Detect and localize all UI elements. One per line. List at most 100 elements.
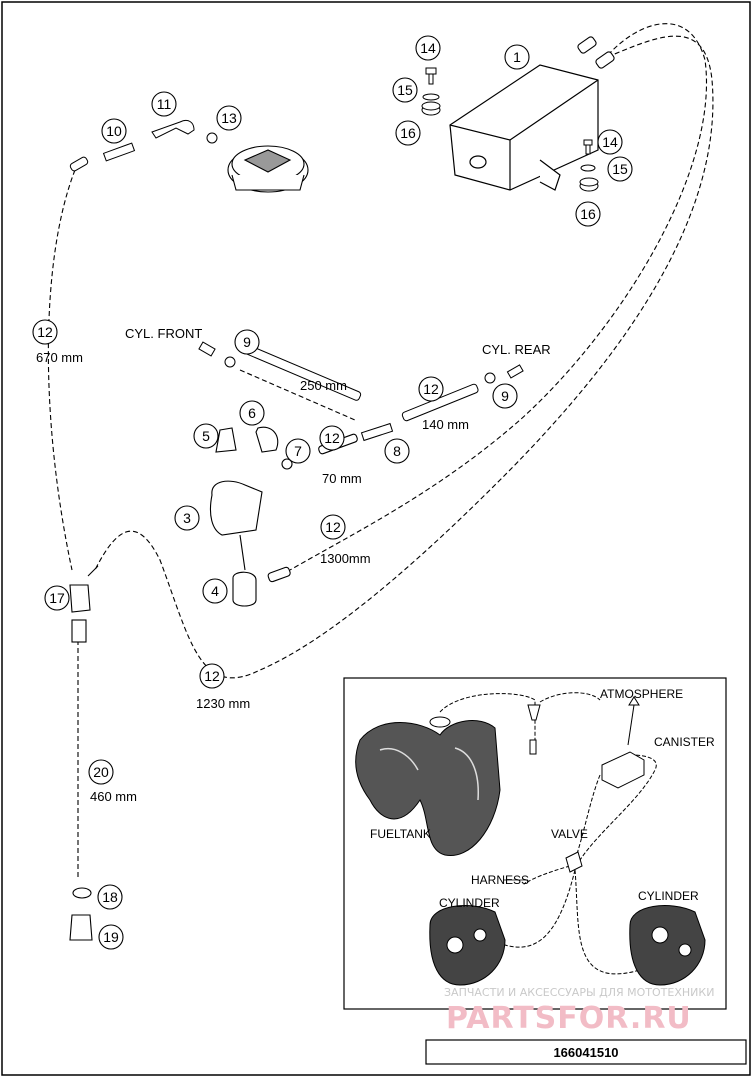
- callout-circle: [395, 120, 421, 146]
- callout-1: 1: [504, 44, 530, 70]
- dim-1230: 1230 mm: [196, 696, 250, 711]
- callout-19: 19: [98, 924, 124, 950]
- inset-label-fueltank: FUELTANK: [370, 827, 431, 841]
- callout-circle: [575, 201, 601, 227]
- callout-number: 15: [397, 82, 413, 98]
- callout-12: 12: [32, 319, 58, 345]
- callout-circle: [151, 91, 177, 117]
- hose-routing: [47, 23, 714, 880]
- callout-number: 9: [501, 388, 509, 404]
- hose-250: [239, 369, 356, 421]
- callout-12: 12: [418, 376, 444, 402]
- canister-fasteners: [421, 67, 599, 192]
- callout-number: 17: [49, 590, 65, 606]
- dim-1300: 1300mm: [320, 551, 371, 566]
- callout-number: 3: [183, 510, 191, 526]
- diagram-id: 166041510: [553, 1045, 618, 1060]
- inset-label-canister: CANISTER: [654, 735, 715, 749]
- callout-circle: [98, 924, 124, 950]
- label-cyl-rear: CYL. REAR: [482, 342, 551, 357]
- inset-label-harness: HARNESS: [471, 873, 529, 887]
- callout-12: 12: [320, 514, 346, 540]
- callout-number: 11: [157, 96, 172, 112]
- callout-15: 15: [392, 77, 418, 103]
- callout-circle: [418, 376, 444, 402]
- callout-circle: [239, 400, 265, 426]
- callout-circle: [202, 578, 228, 604]
- callout-number: 12: [324, 430, 340, 446]
- callout-9: 9: [492, 383, 518, 409]
- callout-circle: [504, 44, 530, 70]
- callout-circle: [44, 585, 70, 611]
- callout-17: 17: [44, 585, 70, 611]
- callout-6: 6: [239, 400, 265, 426]
- label-cyl-front: CYL. FRONT: [125, 326, 202, 341]
- callout-number: 8: [393, 443, 401, 459]
- callout-circle: [174, 505, 200, 531]
- callout-5: 5: [193, 423, 219, 449]
- callout-13: 13: [216, 105, 242, 131]
- callout-number: 14: [420, 40, 436, 56]
- callout-number: 12: [37, 324, 53, 340]
- callout-15: 15: [607, 156, 633, 182]
- lower-left-parts: [69, 565, 99, 941]
- callout-number: 7: [294, 443, 302, 459]
- callout-circle: [392, 77, 418, 103]
- callout-circle: [597, 129, 623, 155]
- callout-circle: [415, 35, 441, 61]
- dim-140: 140 mm: [422, 417, 469, 432]
- callout-10: 10: [101, 118, 127, 144]
- watermark-tagline: ЗАПЧАСТИ И АКСЕССУАРЫ ДЛЯ МОТОТЕХНИКИ: [444, 986, 714, 999]
- callout-3: 3: [174, 505, 200, 531]
- callout-number: 9: [243, 334, 251, 350]
- callout-circle: [234, 329, 260, 355]
- canister-hose-stubs: [577, 36, 615, 69]
- callout-number: 14: [602, 134, 618, 150]
- callout-number: 12: [423, 381, 439, 397]
- callout-circle: [384, 438, 410, 464]
- callout-number: 16: [580, 206, 596, 222]
- callout-number: 15: [612, 161, 628, 177]
- dim-70: 70 mm: [322, 471, 362, 486]
- callout-number: 6: [248, 405, 256, 421]
- inset-label-cylinder-right: CYLINDER: [638, 889, 699, 903]
- callout-4: 4: [202, 578, 228, 604]
- callout-18: 18: [97, 884, 123, 910]
- canister-part: [449, 64, 599, 191]
- inset-label-valve: VALVE: [551, 827, 588, 841]
- callout-number: 19: [103, 929, 119, 945]
- dim-250: 250 mm: [300, 378, 347, 393]
- hose-1230: [94, 35, 714, 679]
- fuel-pump-flange: [227, 145, 309, 193]
- inset-label-cylinder-left: CYLINDER: [439, 896, 500, 910]
- inset-label-atmosphere: ATMOSPHERE: [600, 687, 683, 701]
- callout-20: 20: [88, 759, 114, 785]
- callout-circle: [97, 884, 123, 910]
- hose-1300: [289, 23, 707, 571]
- callout-number: 13: [221, 110, 237, 126]
- callout-group: 1 14 15 16 14 15 16 10 11 13 12 9 12 9 6 5 7 12 8 3 12 4 17 12 2…: [32, 35, 633, 950]
- dim-460: 460 mm: [90, 789, 137, 804]
- callout-circle: [216, 105, 242, 131]
- dim-670: 670 mm: [36, 350, 83, 365]
- callout-number: 4: [211, 583, 219, 599]
- callout-circle: [32, 319, 58, 345]
- callout-16: 16: [395, 120, 421, 146]
- callout-12: 12: [199, 663, 225, 689]
- callout-number: 1: [513, 49, 521, 65]
- callout-number: 12: [325, 519, 341, 535]
- callout-number: 10: [106, 123, 122, 139]
- callout-number: 16: [400, 125, 416, 141]
- callout-circle: [101, 118, 127, 144]
- callout-14: 14: [415, 35, 441, 61]
- callout-number: 12: [204, 668, 220, 684]
- small-fittings-top: [69, 119, 218, 172]
- callout-number: 5: [202, 428, 210, 444]
- callout-circle: [319, 425, 345, 451]
- callout-7: 7: [285, 438, 311, 464]
- callout-circle: [607, 156, 633, 182]
- callout-circle: [88, 759, 114, 785]
- watermark-logo: PARTSFOR.RU: [446, 1001, 692, 1036]
- valve-assembly: [209, 426, 358, 607]
